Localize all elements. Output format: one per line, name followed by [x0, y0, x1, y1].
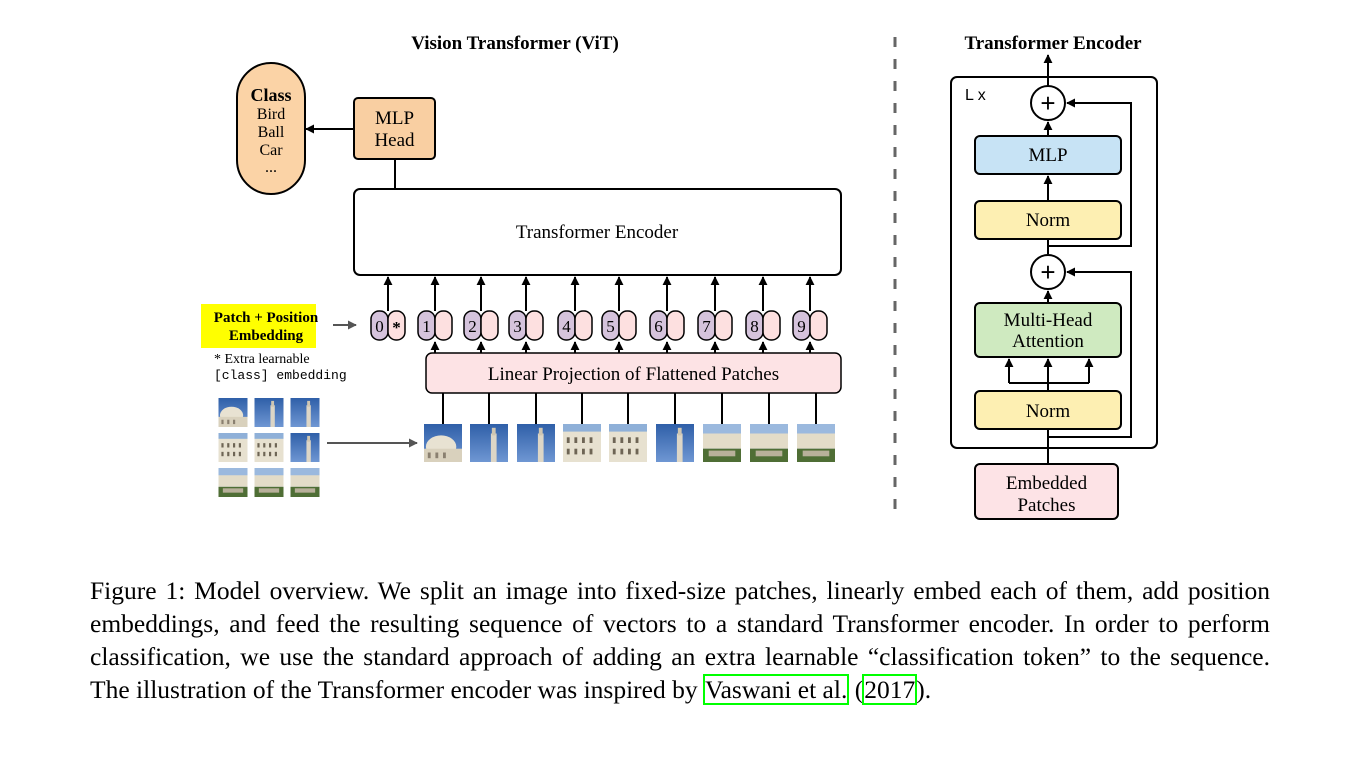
token-7: 7	[697, 276, 733, 353]
residual-add-top: +	[1030, 85, 1066, 121]
attention-line1: Multi-Head	[1004, 310, 1093, 331]
repeat-label: L x	[965, 87, 986, 104]
class-output-box: Class Bird Ball Car ...	[236, 62, 306, 195]
token-3: 3	[508, 276, 544, 353]
mlp-head-box: MLP Head	[353, 97, 436, 160]
photo-patch-icon	[254, 433, 284, 462]
citation-authors-link[interactable]: Vaswani et al.	[702, 674, 850, 705]
class-item-car: Car	[259, 142, 283, 159]
transformer-encoder-label: Transformer Encoder	[516, 222, 679, 243]
token-number: 2	[468, 317, 477, 336]
token-1: 1	[417, 276, 453, 353]
photo-patch-icon	[609, 424, 647, 462]
citation-year-link[interactable]: 2017	[862, 674, 918, 705]
linear-projection-box: Linear Projection of Flattened Patches	[425, 352, 842, 394]
token-number: 8	[750, 317, 759, 336]
photo-patch-icon	[218, 468, 248, 497]
token-number: 6	[654, 317, 663, 336]
residual-add-bottom: +	[1030, 254, 1066, 290]
encoder-block	[950, 76, 1158, 449]
photo-patch-icon	[218, 433, 248, 462]
token-8: 8	[745, 276, 781, 353]
mlp-box: MLP	[974, 135, 1122, 175]
mlp-head-line2: Head	[374, 130, 415, 151]
token-patch-part	[525, 310, 544, 341]
token-patch-part	[666, 310, 685, 341]
token-patch-part	[574, 310, 593, 341]
token-patch-part	[387, 310, 406, 341]
embedded-line2: Patches	[1017, 495, 1075, 516]
token-9: 9	[792, 276, 828, 353]
attention-line2: Attention	[1012, 331, 1084, 352]
photo-patch-icon	[470, 424, 508, 462]
citation-open: (	[848, 675, 864, 704]
photo-patch-icon	[254, 398, 284, 427]
embedded-line1: Embedded	[1006, 473, 1088, 494]
photo-patch-icon	[797, 424, 835, 462]
class-heading: Class	[250, 85, 291, 105]
citation-close: ).	[916, 675, 932, 704]
token-number: 5	[606, 317, 615, 336]
mlp-label: MLP	[1028, 145, 1067, 166]
photo-patch-icon	[218, 398, 248, 427]
photo-patch-icon	[703, 424, 741, 462]
token-number: 4	[562, 317, 571, 336]
photo-patch-icon	[290, 433, 320, 462]
token-number: 7	[702, 317, 711, 336]
token-4: 4	[557, 276, 593, 353]
class-item-more: ...	[265, 159, 277, 176]
image-patch-grid	[218, 398, 320, 497]
token-number: 0	[375, 317, 384, 336]
embedding-label-line2: Embedding	[229, 328, 304, 344]
plus-symbol-bottom: +	[1040, 257, 1055, 287]
patch-sequence	[424, 393, 835, 462]
plus-symbol-top: +	[1040, 88, 1055, 118]
linear-projection-label: Linear Projection of Flattened Patches	[488, 364, 779, 385]
token-patch-part	[762, 310, 781, 341]
token-0: 0*	[370, 276, 406, 341]
class-item-ball: Ball	[258, 124, 285, 141]
photo-patch-icon	[254, 468, 284, 497]
token-6: 6	[649, 276, 685, 353]
photo-patch-icon	[750, 424, 788, 462]
mlp-head-line1: MLP	[375, 108, 414, 129]
token-number: 9	[797, 317, 806, 336]
norm-top-box: Norm	[974, 200, 1122, 240]
class-token-marker: *	[392, 318, 401, 337]
embedding-label: Patch + Position Embedding	[201, 304, 319, 348]
residual-skip-top	[1048, 98, 1132, 247]
token-patch-part	[714, 310, 733, 341]
token-5: 5	[601, 276, 637, 353]
attention-box: Multi-Head Attention	[974, 302, 1122, 358]
norm-top-label: Norm	[1026, 210, 1071, 231]
footnote-line1: * Extra learnable	[214, 352, 310, 367]
photo-patch-icon	[563, 424, 601, 462]
footnote-line2: [class] embedding	[214, 368, 347, 383]
token-patch-part	[809, 310, 828, 341]
embedded-patches-box: Embedded Patches	[974, 463, 1119, 520]
caption-text: Figure 1: Model overview. We split an im…	[90, 576, 1270, 704]
photo-patch-icon	[424, 424, 462, 462]
norm-bottom-box: Norm	[974, 390, 1122, 430]
token-number: 3	[513, 317, 522, 336]
class-item-bird: Bird	[257, 106, 285, 123]
token-patch-part	[480, 310, 499, 341]
residual-skip-bottom	[1048, 267, 1132, 438]
photo-patch-icon	[656, 424, 694, 462]
figure-caption: Figure 1: Model overview. We split an im…	[90, 574, 1270, 706]
norm-bottom-label: Norm	[1026, 401, 1071, 422]
token-patch-part	[618, 310, 637, 341]
photo-patch-icon	[290, 398, 320, 427]
token-2: 2	[463, 276, 499, 353]
photo-patch-icon	[290, 468, 320, 497]
vit-title: Vision Transformer (ViT)	[411, 33, 619, 54]
token-number: 1	[422, 317, 431, 336]
encoder-title: Transformer Encoder	[964, 33, 1142, 54]
transformer-encoder-box: Transformer Encoder	[353, 188, 842, 276]
embedding-label-line1: Patch + Position	[214, 310, 319, 326]
photo-patch-icon	[517, 424, 555, 462]
token-patch-part	[434, 310, 453, 341]
